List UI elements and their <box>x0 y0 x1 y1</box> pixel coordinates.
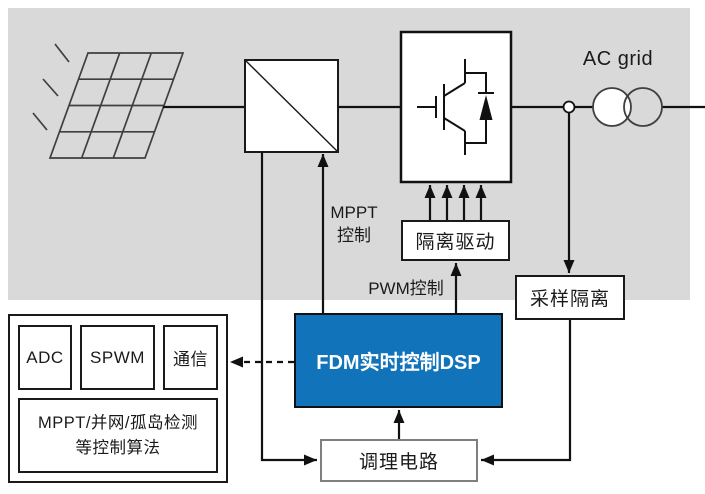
signal-arrows <box>230 113 575 466</box>
adc-label: ADC <box>26 347 64 367</box>
algorithms-box: MPPT/并网/孤岛检测 等控制算法 <box>18 398 218 473</box>
conditioning-circuit-box: 调理电路 <box>320 439 478 482</box>
isolation-drive-box: 隔离驱动 <box>401 220 510 261</box>
sampling-isolation-box: 采样隔离 <box>515 275 625 320</box>
spwm-module-box: SPWM <box>80 325 155 390</box>
dsp-label: FDM实时控制DSP <box>316 352 481 374</box>
mppt-control-label: MPPT 控制 <box>330 203 378 245</box>
dsp-box: FDM实时控制DSP <box>294 313 503 408</box>
sun-rays-icon <box>32 43 70 131</box>
pwm-control-label: PWM控制 <box>368 279 444 298</box>
solar-panel-icon <box>32 43 185 159</box>
comm-module-box: 通信 <box>163 325 218 390</box>
gray-background-panel <box>8 8 690 300</box>
controller-modules-container: ADC SPWM 通信 MPPT/并网/孤岛检测 等控制算法 <box>8 314 228 483</box>
igbt-inverter-icon <box>399 30 513 184</box>
converter-to-conditioning-arrow <box>260 152 317 466</box>
comm-label: 通信 <box>173 350 208 369</box>
transformer-icon <box>592 87 663 127</box>
adc-module-box: ADC <box>18 325 72 390</box>
ac-grid-label: AC grid <box>582 48 654 70</box>
algorithms-label-line1: MPPT/并网/孤岛检测 <box>37 413 198 432</box>
dc-dc-converter-icon <box>244 59 339 153</box>
sampling-isolation-label: 采样隔离 <box>529 289 610 310</box>
diode-icon <box>479 95 493 120</box>
grid-connection-node-icon <box>562 100 576 114</box>
sampling-to-conditioning-arrow <box>481 320 572 466</box>
conditioning-circuit-label: 调理电路 <box>358 452 439 473</box>
algorithms-label-line2: 等控制算法 <box>75 438 161 457</box>
isolation-drive-label: 隔离驱动 <box>415 232 496 253</box>
spwm-label: SPWM <box>90 347 145 367</box>
